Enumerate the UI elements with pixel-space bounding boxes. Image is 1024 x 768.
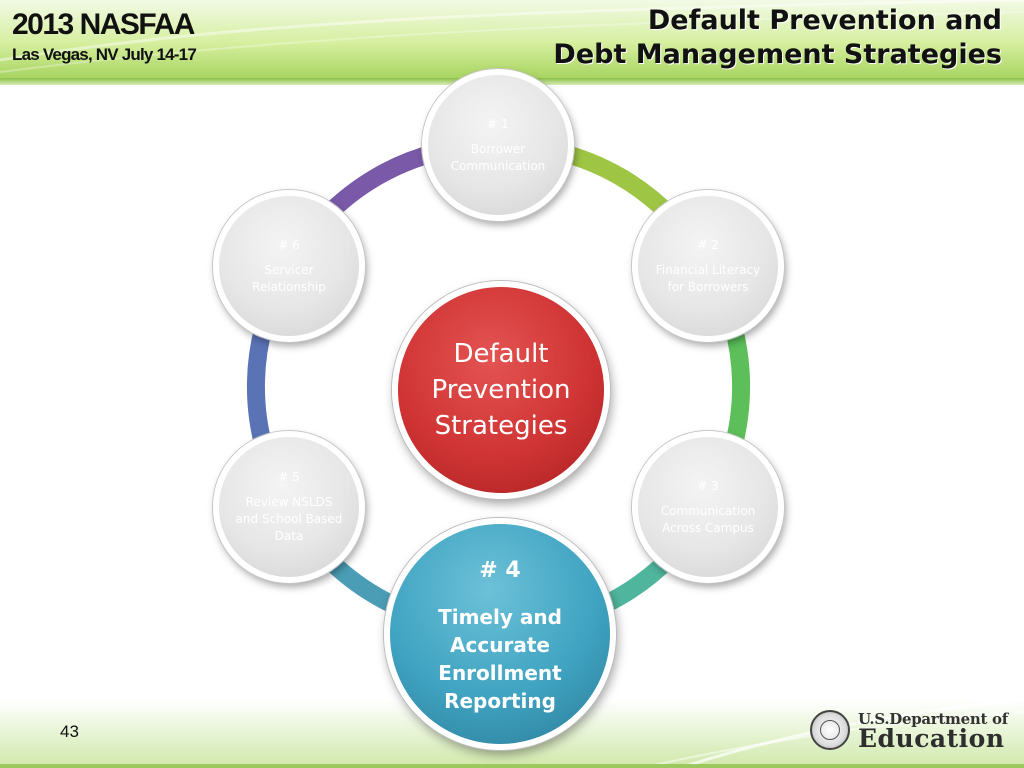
node-2-number: # 2 [697,237,719,252]
node-6-number: # 6 [278,237,300,252]
conference-title: 2013 NASFAA [12,8,195,41]
page-number: 43 [60,722,79,741]
node-2-label: Financial Literacy for Borrowers [655,262,761,294]
node-2: # 2 Financial Literacy for Borrowers [632,190,784,342]
header-band [0,0,1024,78]
node-1-number: # 1 [487,116,509,131]
center-node: Default Prevention Strategies [392,281,610,499]
footer-line [0,764,1024,768]
department-seal-icon [810,710,850,750]
center-label: Default Prevention Strategies [431,339,571,441]
node-5: # 5 Review NSLDS and School Based Data [213,431,365,583]
conference-subtitle: Las Vegas, NV July 14-17 [12,45,197,64]
slide-title-line-1: Default Prevention and [647,5,1002,36]
slide-title: Default Prevention and Debt Management S… [553,4,1002,72]
node-6-label: Servicer Relationship [252,262,326,294]
node-3: # 3 Communication Across Campus [632,431,784,583]
header-swoosh [0,0,1024,73]
node-6: # 6 Servicer Relationship [213,190,365,342]
logo-department-text: U.S.Department of [858,710,1008,728]
slide-title-line-2: Debt Management Strategies [553,39,1002,70]
node-5-label: Review NSLDS and School Based Data [235,495,343,543]
node-3-number: # 3 [697,478,719,493]
node-4-highlighted: # 4 Timely and Accurate Enrollment Repor… [384,518,616,750]
node-3-label: Communication Across Campus [660,503,756,535]
node-4-label: Timely and Accurate Enrollment Reporting [438,605,562,713]
node-1-label: Borrower Communication [450,141,546,173]
logo-education-text: Education [858,724,1005,753]
node-4-number: # 4 [479,558,521,583]
node-5-number: # 5 [278,470,300,484]
node-1: # 1 Borrower Communication [422,69,574,221]
